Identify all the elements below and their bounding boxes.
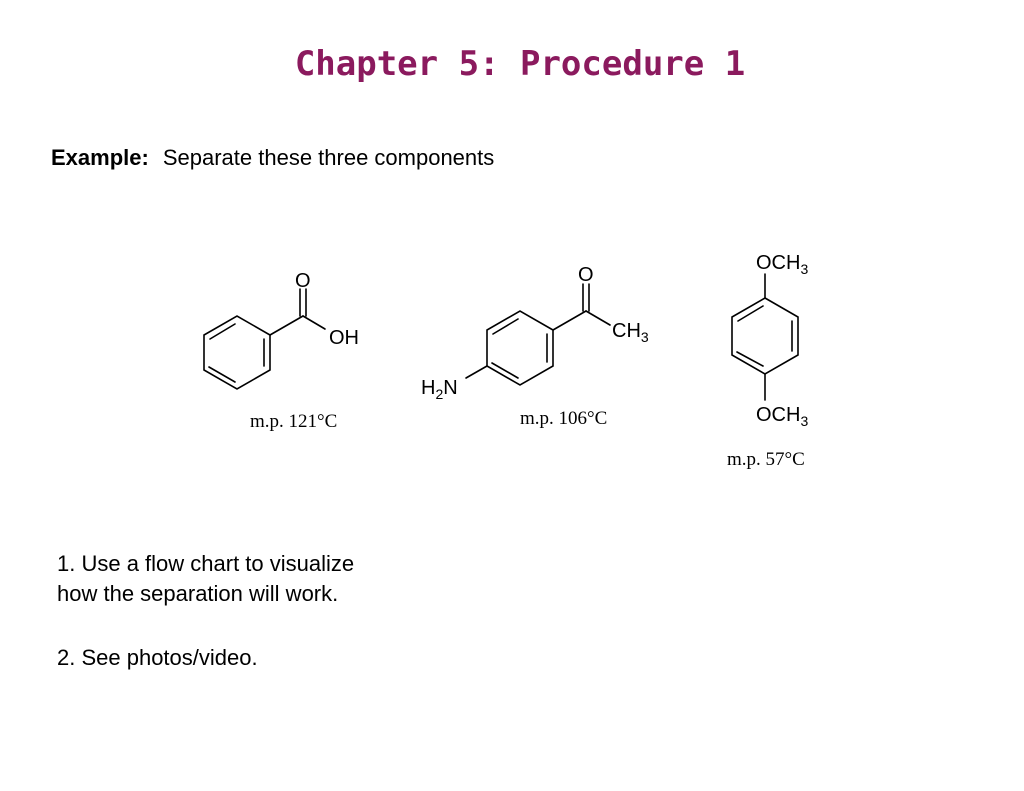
methyl-group-label: CH3 <box>612 320 649 345</box>
step-2: 2. See photos/video. <box>57 645 258 670</box>
melting-point-benzoic-acid: m.p. 121°C <box>250 411 338 432</box>
dimethoxybenzene-ring <box>731 297 799 375</box>
example-text: Separate these three components <box>162 145 495 170</box>
example-line: Example: Separate these three components <box>51 145 494 171</box>
step-1-line-2: how the separation will work. <box>57 581 339 606</box>
aminoacetophenone-ring <box>486 310 554 386</box>
benzoic-acid-ring <box>203 315 271 390</box>
amino-group-label: H2N <box>421 377 458 402</box>
acetyl-carbonyl-o-label: O <box>578 264 594 286</box>
page-title: Chapter 5: Procedure 1 <box>294 44 746 84</box>
melting-point-dimethoxybenzene: m.p. 57°C <box>727 449 805 470</box>
dimethoxybenzene-structure <box>731 273 799 401</box>
melting-point-aminoacetophenone: m.p. 106°C <box>520 408 608 429</box>
step-1: 1. Use a flow chart to visualize how the… <box>57 549 354 609</box>
benzoic-oh-label: OH <box>329 327 359 349</box>
bottom-methoxy-label: OCH3 <box>756 404 808 429</box>
top-methoxy-label: OCH3 <box>756 252 808 277</box>
aminoacetophenone-structure <box>465 283 611 386</box>
example-label: Example: <box>51 145 149 170</box>
benzoic-acid-structure <box>203 288 326 390</box>
benzoic-carbonyl-o-label: O <box>295 270 311 292</box>
step-1-line-1: 1. Use a flow chart to visualize <box>57 551 355 576</box>
